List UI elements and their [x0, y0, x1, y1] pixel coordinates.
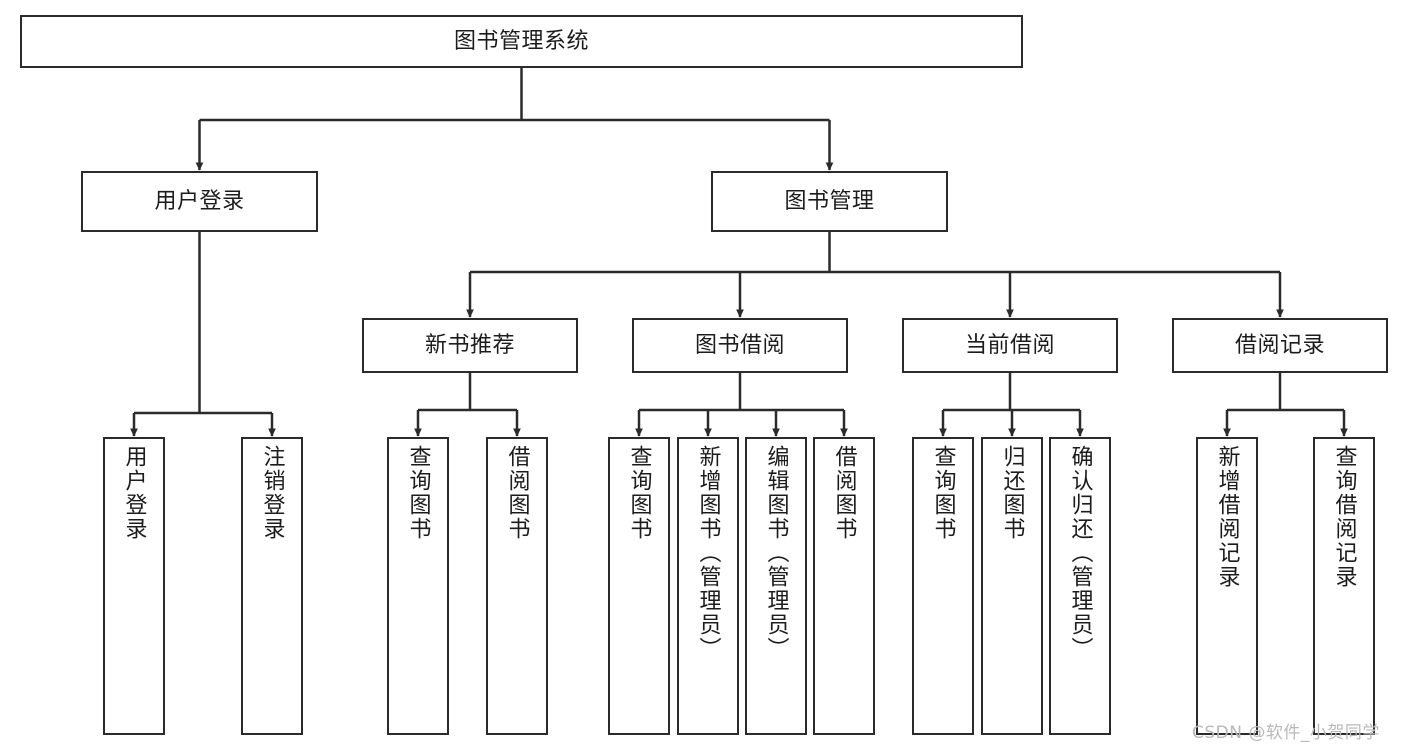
node-label: 查询图书: [626, 445, 652, 541]
node-label: 查询图书: [405, 445, 431, 541]
node-leaf-borrow-book-2[interactable]: 借阅图书: [813, 437, 875, 735]
node-label: 归还图书: [999, 445, 1025, 541]
node-label: 图书管理: [784, 188, 875, 214]
node-label: 用户登录: [121, 445, 147, 541]
node-leaf-user-login[interactable]: 用户登录: [103, 437, 165, 735]
node-label: 图书管理系统: [453, 28, 589, 54]
node-label: 图书借阅: [694, 332, 785, 358]
node-label: 新书推荐: [424, 332, 515, 358]
node-label: 确认归还（管理员）: [1067, 445, 1093, 661]
node-label: 新增图书（管理员）: [695, 445, 721, 661]
node-label: 借阅图书: [831, 445, 857, 541]
node-label: 新增借阅记录: [1214, 445, 1240, 589]
node-leaf-borrow-book-1[interactable]: 借阅图书: [486, 437, 548, 735]
node-leaf-query-book-3[interactable]: 查询图书: [912, 437, 974, 735]
node-label: 借阅图书: [504, 445, 530, 541]
node-label: 查询图书: [930, 445, 956, 541]
node-label: 注销登录: [259, 445, 285, 541]
node-leaf-query-book-1[interactable]: 查询图书: [387, 437, 449, 735]
edges-group: [130, 68, 1348, 437]
node-leaf-return-book[interactable]: 归还图书: [981, 437, 1043, 735]
node-label: 编辑图书（管理员）: [763, 445, 789, 661]
node-user-login[interactable]: 用户登录: [81, 171, 318, 232]
node-leaf-add-record[interactable]: 新增借阅记录: [1196, 437, 1258, 735]
node-label: 借阅记录: [1234, 332, 1325, 358]
node-root[interactable]: 图书管理系统: [20, 15, 1023, 68]
node-label: 查询借阅记录: [1331, 445, 1357, 589]
node-new-book-rec[interactable]: 新书推荐: [362, 318, 578, 373]
node-leaf-confirm-return[interactable]: 确认归还（管理员）: [1049, 437, 1111, 735]
node-book-mgmt[interactable]: 图书管理: [711, 171, 948, 232]
node-current-borrow[interactable]: 当前借阅: [902, 318, 1118, 373]
node-leaf-query-record[interactable]: 查询借阅记录: [1313, 437, 1375, 735]
node-label: 用户登录: [154, 188, 245, 214]
watermark-text: CSDN @软件_小贺同学: [1192, 723, 1380, 743]
node-borrow-record[interactable]: 借阅记录: [1172, 318, 1388, 373]
node-book-borrow[interactable]: 图书借阅: [632, 318, 848, 373]
node-leaf-edit-book[interactable]: 编辑图书（管理员）: [745, 437, 807, 735]
node-leaf-query-book-2[interactable]: 查询图书: [608, 437, 670, 735]
node-label: 当前借阅: [964, 332, 1055, 358]
node-leaf-user-logout[interactable]: 注销登录: [241, 437, 303, 735]
node-leaf-add-book[interactable]: 新增图书（管理员）: [677, 437, 739, 735]
